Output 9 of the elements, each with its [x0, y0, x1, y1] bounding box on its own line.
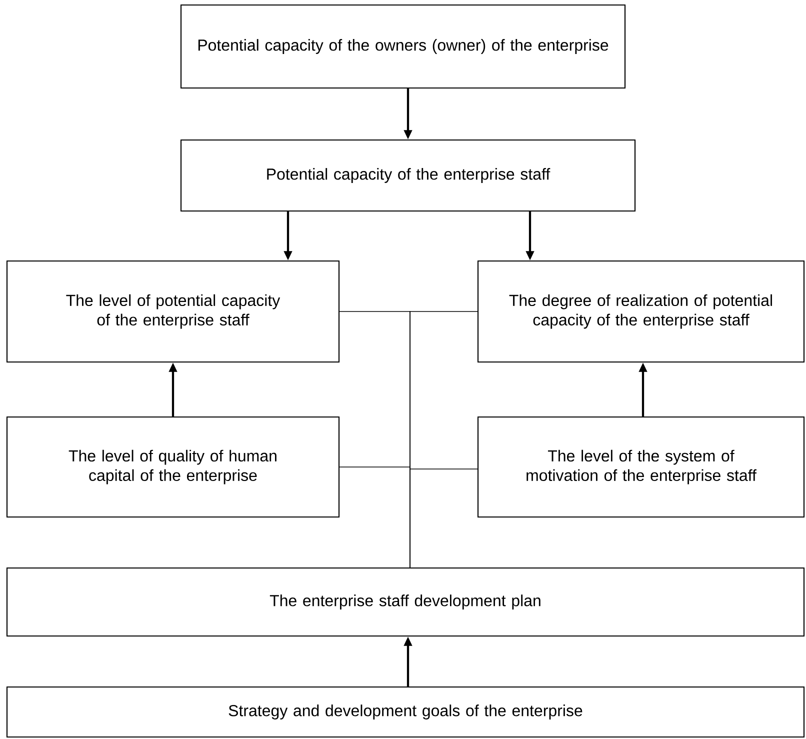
text-box: The degree of realization of potential capacity of the enterprise staff — [477, 260, 805, 363]
text-box: Potential capacity of the owners (owner) of the enterprise — [180, 4, 626, 89]
text-box: Potential capacity of the enterprise staff — [180, 139, 636, 212]
text-box: The enterprise staff development plan — [6, 567, 805, 637]
text-box: The level of potential capacity of the enterprise staff — [6, 260, 340, 363]
text-box: Strategy and development goals of the enterprise — [6, 686, 805, 738]
connector — [410, 468, 478, 568]
text-box: The level of quality of human capital of the enterprise — [6, 416, 340, 518]
text-box: The level of the system of motivation of the enterprise staff — [477, 416, 805, 518]
